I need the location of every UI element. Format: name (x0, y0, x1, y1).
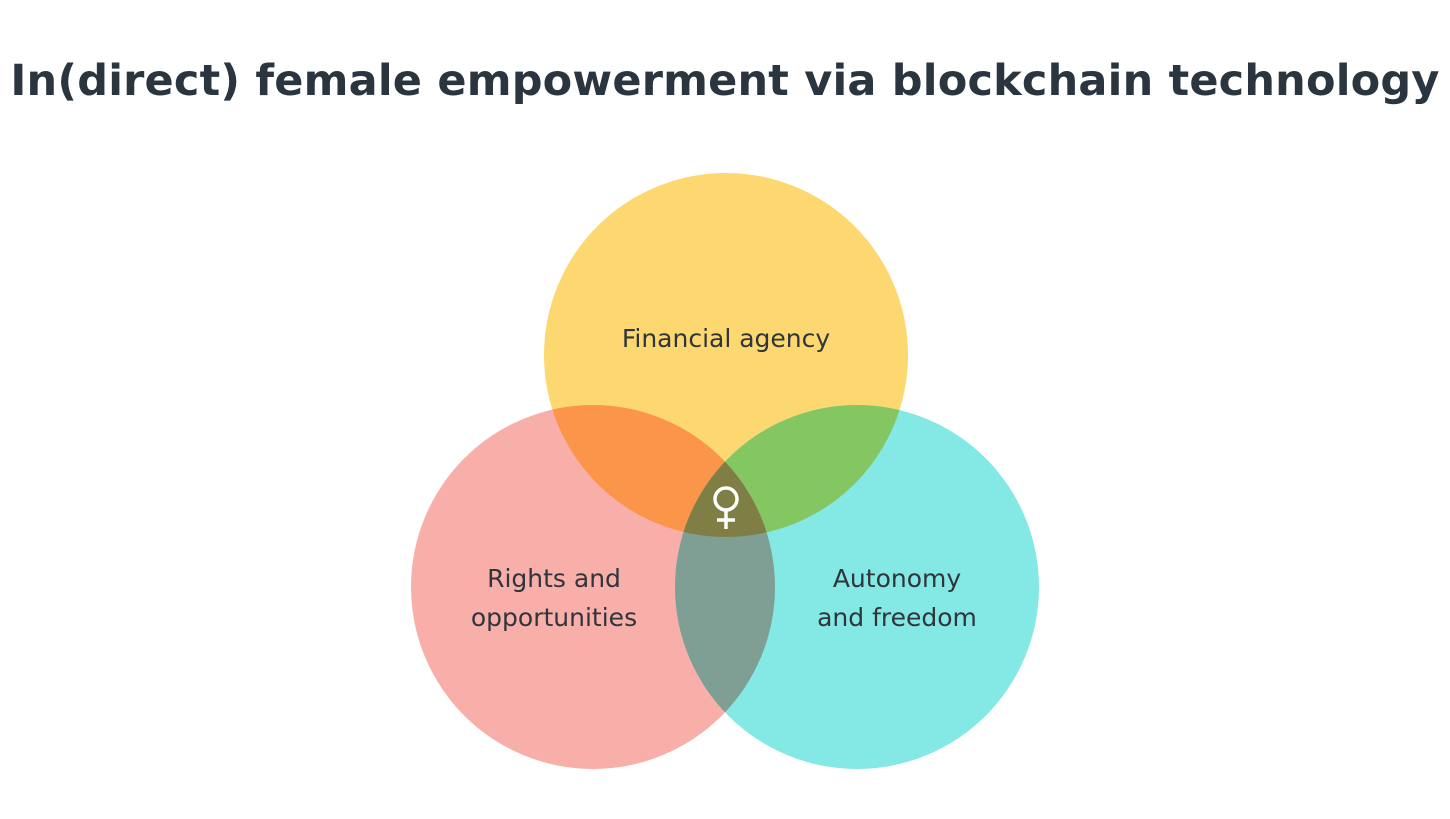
label-financial-agency: Financial agency (622, 324, 831, 353)
label-autonomy-line1: Autonomy (833, 564, 962, 593)
overlap-top-left (544, 405, 775, 537)
female-symbol-icon (713, 486, 739, 529)
overlap-top-right (675, 405, 908, 537)
label-rights-line1: Rights and (487, 564, 621, 593)
label-autonomy-line2: and freedom (817, 603, 977, 632)
label-rights-line2: opportunities (471, 603, 637, 632)
diagram-title: In(direct) female empowerment via blockc… (10, 56, 1440, 106)
